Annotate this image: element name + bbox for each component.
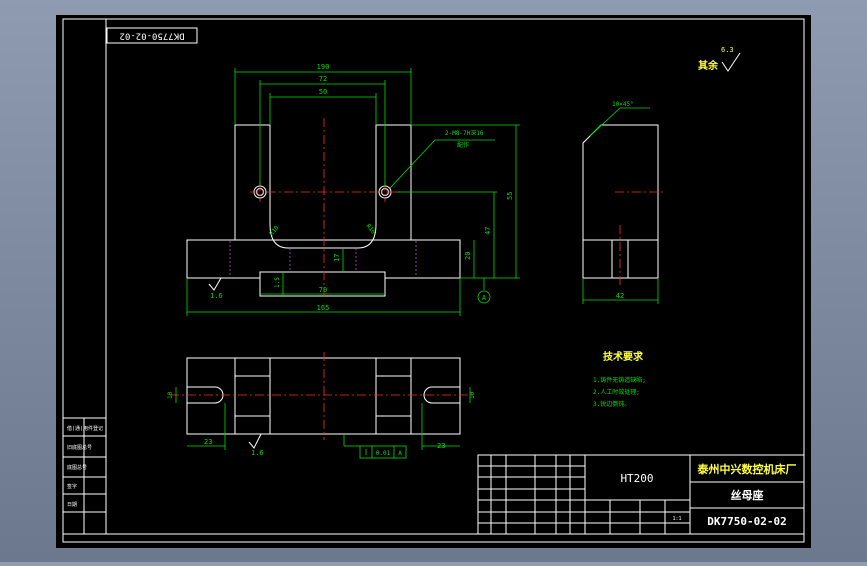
- dim-23-right: 23: [437, 442, 445, 450]
- surface-finish-note: 其余 6.3: [698, 46, 741, 72]
- dim-165: 165: [317, 304, 330, 312]
- hole-callout-note: 配作: [457, 141, 469, 149]
- dim-chamfer: 10×45°: [612, 101, 634, 108]
- tech-req-item-3: 3.锐边倒钝。: [593, 400, 630, 408]
- rotated-drawing-code: DK7750-02-02: [119, 31, 184, 41]
- company-name: 泰州中兴数控机床厂: [697, 462, 797, 476]
- side-view: 10×45° 42: [582, 101, 666, 304]
- surface-finish-value: 6.3: [721, 46, 734, 54]
- roughness-1-6-top: 1.6: [251, 449, 264, 457]
- top-view: 10 10 23 23 1.6 0.01 A: [167, 352, 476, 459]
- dim-42: 42: [616, 292, 624, 300]
- datum-a: A: [482, 294, 487, 302]
- strip-label-3: 底图总号: [67, 464, 87, 471]
- title-block: HT200 泰州中兴数控机床厂 丝母座 DK7750-02-02 1:1: [477, 454, 805, 535]
- dim-72: 72: [319, 75, 327, 83]
- scale: 1:1: [672, 516, 681, 522]
- strip-label-1: 借(通)用件登记: [67, 425, 103, 432]
- dim-10-right: 10: [469, 391, 476, 399]
- strip-label-5: 日期: [67, 502, 77, 508]
- tolerance-value: 0.01: [376, 450, 391, 457]
- part-name: 丝母座: [731, 488, 764, 502]
- tech-req-item-2: 2.人工时效处理;: [593, 388, 640, 396]
- dim-55: 55: [506, 192, 514, 200]
- rotated-code-box: [106, 27, 198, 44]
- strip-label-2: 旧底图总号: [67, 444, 92, 451]
- dim-190: 190: [317, 63, 330, 71]
- dim-70: 70: [319, 286, 327, 294]
- tolerance-frame: [359, 445, 407, 459]
- material: HT200: [620, 472, 653, 485]
- surface-finish-label: 其余: [698, 59, 719, 72]
- sheet-background: [56, 15, 811, 548]
- strip-label-4: 签字: [67, 483, 77, 490]
- dim-1-5: 1.5: [274, 277, 281, 288]
- tech-req-item-1: 1.铸件无铸造缺陷;: [593, 376, 646, 384]
- tolerance-datum: A: [398, 450, 402, 457]
- dim-47: 47: [484, 227, 492, 235]
- tech-req-title: 技术要求: [603, 350, 644, 363]
- drawing-number: DK7750-02-02: [707, 515, 786, 528]
- left-record-strip: 借(通)用件登记 旧底图总号 底图总号 签字 日期: [62, 417, 107, 535]
- roughness-1-6-front: 1.6: [210, 292, 223, 300]
- hole-callout: 2-M8-7H深16: [445, 129, 484, 137]
- front-dimensions: 190 72 50 2-M8-7H深16 配作 R10 R10 55 47 20…: [186, 63, 520, 316]
- dim-10-left: 10: [167, 391, 174, 399]
- dim-17: 17: [333, 254, 341, 262]
- inner-frame: [105, 18, 805, 535]
- dim-50: 50: [319, 88, 327, 96]
- dim-23-left: 23: [204, 438, 212, 446]
- dim-20: 20: [464, 252, 472, 260]
- tech-requirements: 技术要求 1.铸件无铸造缺陷; 2.人工时效处理; 3.锐边倒钝。: [593, 350, 646, 408]
